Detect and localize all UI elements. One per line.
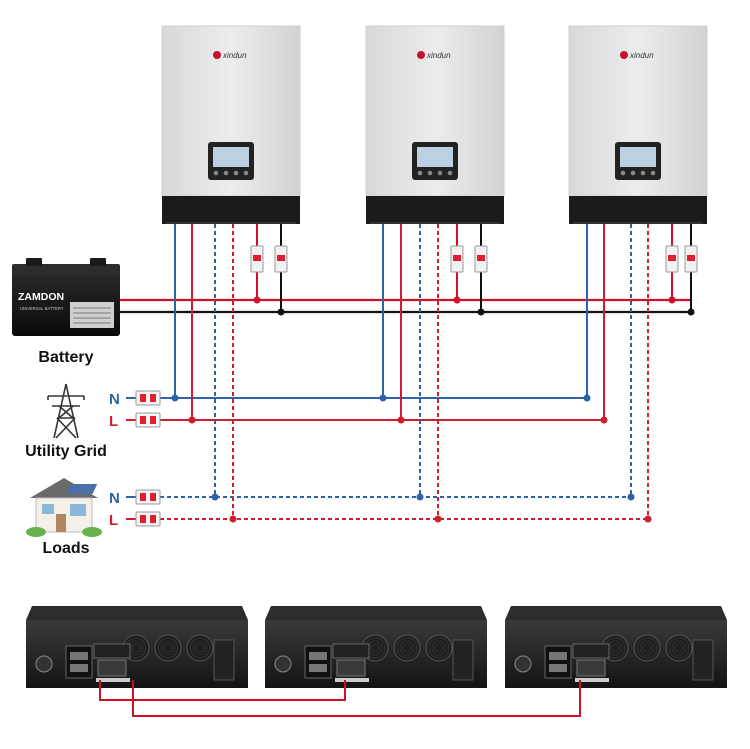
breaker-icon [126,390,161,406]
inverter-icon: xindun [365,25,505,224]
inverter-icon: xindun [161,25,301,224]
rear-panel-icon [26,606,248,688]
panel-button [213,170,219,176]
junction-dot [416,493,424,501]
breaker-icon [126,511,161,527]
panel-button [447,170,453,176]
panel-button [223,170,229,176]
panel-button [650,170,656,176]
lcd-screen [213,147,249,167]
junction-dot [687,308,695,316]
junction-dot [253,296,261,304]
junction-dot [229,515,237,523]
junction-dot [453,296,461,304]
rear-panel-group [26,606,727,688]
panel-button [437,170,443,176]
battery-subtitle: UNIVERSAL BATTERY [20,306,64,311]
junction-dot [644,515,652,523]
junction-dot [434,515,442,523]
rear-panel-icon [505,606,727,688]
junction-dot [477,308,485,316]
utility-grid-label: Utility Grid [25,443,107,460]
panel-button [417,170,423,176]
transmission-tower-icon [47,383,85,439]
panel-button [427,170,433,176]
inverter-brand: xindun [426,51,451,60]
inverter-icon: xindun [568,25,708,224]
junction-dot [397,416,405,424]
panel-button [620,170,626,176]
rear-panel-icon [265,606,487,688]
lcd-screen [417,147,453,167]
panel-button [233,170,239,176]
breaker-icon [126,489,161,505]
junction-dot [188,416,196,424]
battery-label: Battery [38,349,93,366]
xindun-logo-icon [213,51,221,59]
battery-icon: ZAMDON UNIVERSAL BATTERY [12,258,120,336]
junction-dot [583,394,591,402]
battery-brand: ZAMDON [18,291,64,303]
inverter-group: xindun xindun xindun [161,25,708,224]
junction-dot [211,493,219,501]
junction-dot [668,296,676,304]
junction-dot [627,493,635,501]
xindun-logo-icon [620,51,628,59]
wiring [120,224,698,527]
lcd-screen [620,147,656,167]
inverter-brand: xindun [629,51,654,60]
parallel-cable [99,680,581,717]
panel-button [630,170,636,176]
xindun-logo-icon [417,51,425,59]
junction-dot [171,394,179,402]
grid-n-label: N [109,391,120,408]
house-icon [26,478,102,537]
grid-l-label: L [109,413,118,430]
inverter-brand: xindun [222,51,247,60]
junction-dot [600,416,608,424]
panel-button [243,170,249,176]
loads-n-label: N [109,490,120,507]
junction-dot [379,394,387,402]
breaker-icon [126,412,161,428]
loads-label: Loads [42,540,89,557]
panel-button [640,170,646,176]
loads-l-label: L [109,512,118,529]
junction-dot [277,308,285,316]
